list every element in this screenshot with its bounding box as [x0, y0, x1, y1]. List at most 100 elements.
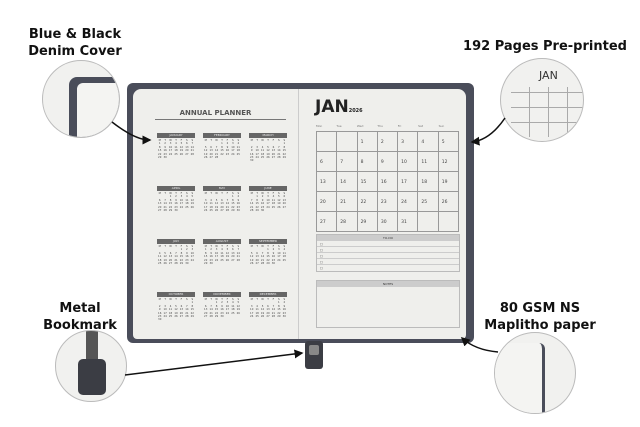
weekday-label: S: [186, 139, 188, 142]
weekday-label: W: [215, 192, 218, 195]
calendar-cell: 7: [337, 152, 358, 172]
weekday-label: W: [261, 139, 264, 142]
weekday-label: T: [210, 192, 212, 195]
mini-month-label: MARCH: [249, 133, 287, 138]
weekday-label: T: [210, 298, 212, 301]
calendar-cell: 27: [317, 212, 338, 232]
calendar-cell: 19: [438, 172, 459, 192]
weekday-label: T: [267, 192, 269, 195]
weekday-label: S: [237, 192, 240, 195]
weekday-label: F: [180, 245, 183, 248]
calendar-cell: 11: [418, 152, 439, 172]
calendar-cell: [418, 212, 439, 232]
weekday-label: M: [204, 245, 207, 248]
weekday-label: W: [261, 192, 264, 195]
weekday-label: S: [283, 192, 286, 195]
weekday-label: T: [256, 245, 258, 248]
bookmark-detail-circle: [55, 330, 127, 402]
weekday-label: T: [175, 139, 177, 142]
weekday-label: S: [191, 139, 194, 142]
weekday-label: M: [204, 298, 207, 301]
weekday-label: W: [169, 245, 172, 248]
weekday-label: F: [180, 192, 183, 195]
weekday-label: W: [215, 245, 218, 248]
calendar-cell: 18: [418, 172, 439, 192]
callout-paper-label: 80 GSM NS Maplitho paper: [484, 301, 596, 333]
calendar-cell: 8: [357, 152, 378, 172]
weekday-label: T: [164, 245, 166, 248]
weekday-label: T: [164, 139, 166, 142]
weekday-label: W: [169, 298, 172, 301]
calendar-cell: 17: [398, 172, 419, 192]
calendar-cell: [317, 132, 338, 152]
weekday-label: S: [283, 245, 286, 248]
weekday-label: S: [278, 245, 280, 248]
weekday-label: M: [158, 139, 161, 142]
weekday-label: T: [221, 298, 223, 301]
weekday-label: S: [278, 139, 280, 142]
weekday-label: T: [221, 245, 223, 248]
mini-month-label: SEPTEMBER: [249, 239, 287, 244]
calendar-cell: 13: [317, 172, 338, 192]
mini-month-label: DECEMBER: [249, 292, 287, 297]
weekday-label: M: [250, 192, 253, 195]
weekday-label: M: [158, 192, 161, 195]
calendar-cell: 30: [377, 212, 399, 232]
zoom-month: JAN: [539, 69, 558, 82]
weekday-label: F: [272, 245, 275, 248]
weekday-label: F: [272, 139, 275, 142]
weekday-label: S: [237, 298, 240, 301]
callout-bookmark-label: Metal Bookmark: [43, 301, 117, 333]
calendar-cell: 24: [398, 192, 419, 212]
weekday-label: S: [186, 298, 188, 301]
calendar-cell: 14: [337, 172, 358, 192]
mini-month-label: AUGUST: [203, 239, 241, 244]
weekday-label: S: [278, 298, 280, 301]
calendar-cell: 26: [438, 192, 459, 212]
weekday-label: F: [226, 192, 229, 195]
day-header: Sun: [438, 124, 445, 128]
calendar-cell: 1: [357, 132, 378, 152]
weekday-label: M: [204, 139, 207, 142]
weekday-label: M: [158, 298, 161, 301]
todo-header: TO-DO: [317, 235, 459, 241]
callout-pages-label: 192 Pages Pre-printed: [463, 39, 627, 54]
weekday-label: T: [256, 139, 258, 142]
weekday-label: M: [158, 245, 161, 248]
day-header: Tue: [336, 124, 342, 128]
day-header: Thu: [377, 124, 383, 128]
calendar-cell: 15: [357, 172, 378, 192]
weekday-label: M: [250, 298, 253, 301]
weekday-label: S: [232, 245, 234, 248]
calendar-cell: 6: [317, 152, 338, 172]
weekday-label: W: [261, 298, 264, 301]
mini-month-label: JULY: [157, 239, 195, 244]
callout-cover-label: Blue & Black Denim Cover: [28, 27, 122, 59]
weekday-label: W: [169, 139, 172, 142]
month-year: 2026: [348, 108, 363, 114]
calendar-cell: 2: [377, 132, 399, 152]
weekday-label: F: [226, 139, 229, 142]
weekday-label: S: [283, 298, 286, 301]
weekday-label: T: [267, 245, 269, 248]
calendar-cell: 22: [357, 192, 378, 212]
calendar-cell: 5: [438, 132, 459, 152]
mini-month-label: APRIL: [157, 186, 195, 191]
calendar-cell: 29: [357, 212, 378, 232]
calendar-cell: 16: [377, 172, 399, 192]
weekday-label: T: [256, 192, 258, 195]
weekday-label: M: [204, 192, 207, 195]
weekday-label: S: [283, 139, 286, 142]
